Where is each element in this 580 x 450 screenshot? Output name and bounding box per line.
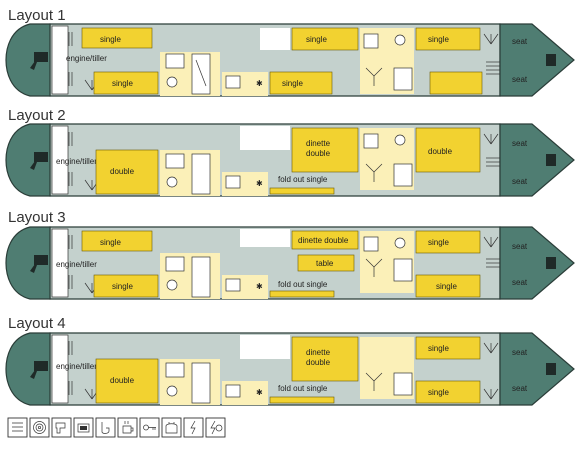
seat-label: seat [512, 139, 528, 148]
electric-hookup-icon [205, 417, 226, 438]
bed-label: single [436, 282, 457, 291]
layout-title: Layout 3 [8, 209, 66, 226]
engine-tiller-label: engine/tiller [66, 54, 107, 63]
spiral-heater-icon [29, 417, 50, 438]
fold-out-label: fold out single [278, 175, 328, 184]
layout-4: Layout 4 engine/tiller double ✱ fold out… [5, 315, 575, 406]
bed-label: dinette double [298, 236, 349, 245]
bed-label: single [428, 238, 449, 247]
fold-out-label: fold out single [278, 280, 328, 289]
layout-2: Layout 2 engine/tiller double ✱ fold out… [5, 107, 575, 197]
bed-label: single [282, 79, 303, 88]
legend-icons [7, 417, 226, 438]
kettle-icon [117, 417, 138, 438]
layout-title: Layout 4 [8, 315, 66, 332]
key-icon [139, 417, 160, 438]
layout-3: Layout 3 engine/tiller single single ✱ f… [5, 209, 575, 300]
seat-label: seat [512, 37, 528, 46]
engine-tiller-label: engine/tiller [56, 157, 97, 166]
svg-text:✱: ✱ [256, 179, 263, 188]
bed-label: single [100, 35, 121, 44]
bed-label: single [112, 79, 133, 88]
bed-label: double [428, 147, 453, 156]
bed-label: single [112, 282, 133, 291]
fold-out-label: fold out single [278, 384, 328, 393]
seat-label: seat [512, 242, 528, 251]
svg-text:✱: ✱ [256, 388, 263, 397]
svg-text:✱: ✱ [256, 282, 263, 291]
layout-1: Layout 1 engine/tiller single single ✱ [5, 7, 575, 97]
bed-label: single [428, 344, 449, 353]
hair-dryer-icon [51, 417, 72, 438]
toaster-icon [161, 417, 182, 438]
seat-label: seat [512, 75, 528, 84]
radiator-icon [7, 417, 28, 438]
svg-text:✱: ✱ [256, 79, 263, 88]
seat-label: seat [512, 278, 528, 287]
vacuum-icon [95, 417, 116, 438]
engine-tiller-label: engine/tiller [56, 260, 97, 269]
bed-label: single [428, 388, 449, 397]
layout-title: Layout 2 [8, 107, 66, 124]
tv-icon [73, 417, 94, 438]
seat-label: seat [512, 348, 528, 357]
layout-title: Layout 1 [8, 7, 66, 24]
seat-label: seat [512, 384, 528, 393]
table-label: table [316, 259, 334, 268]
electric-icon [183, 417, 204, 438]
bed-label: double [110, 376, 135, 385]
bed-label: double [110, 167, 135, 176]
bed-label: single [100, 238, 121, 247]
bed-label: single [306, 35, 327, 44]
engine-tiller-label: engine/tiller [56, 362, 97, 371]
bed-label: single [428, 35, 449, 44]
seat-label: seat [512, 177, 528, 186]
